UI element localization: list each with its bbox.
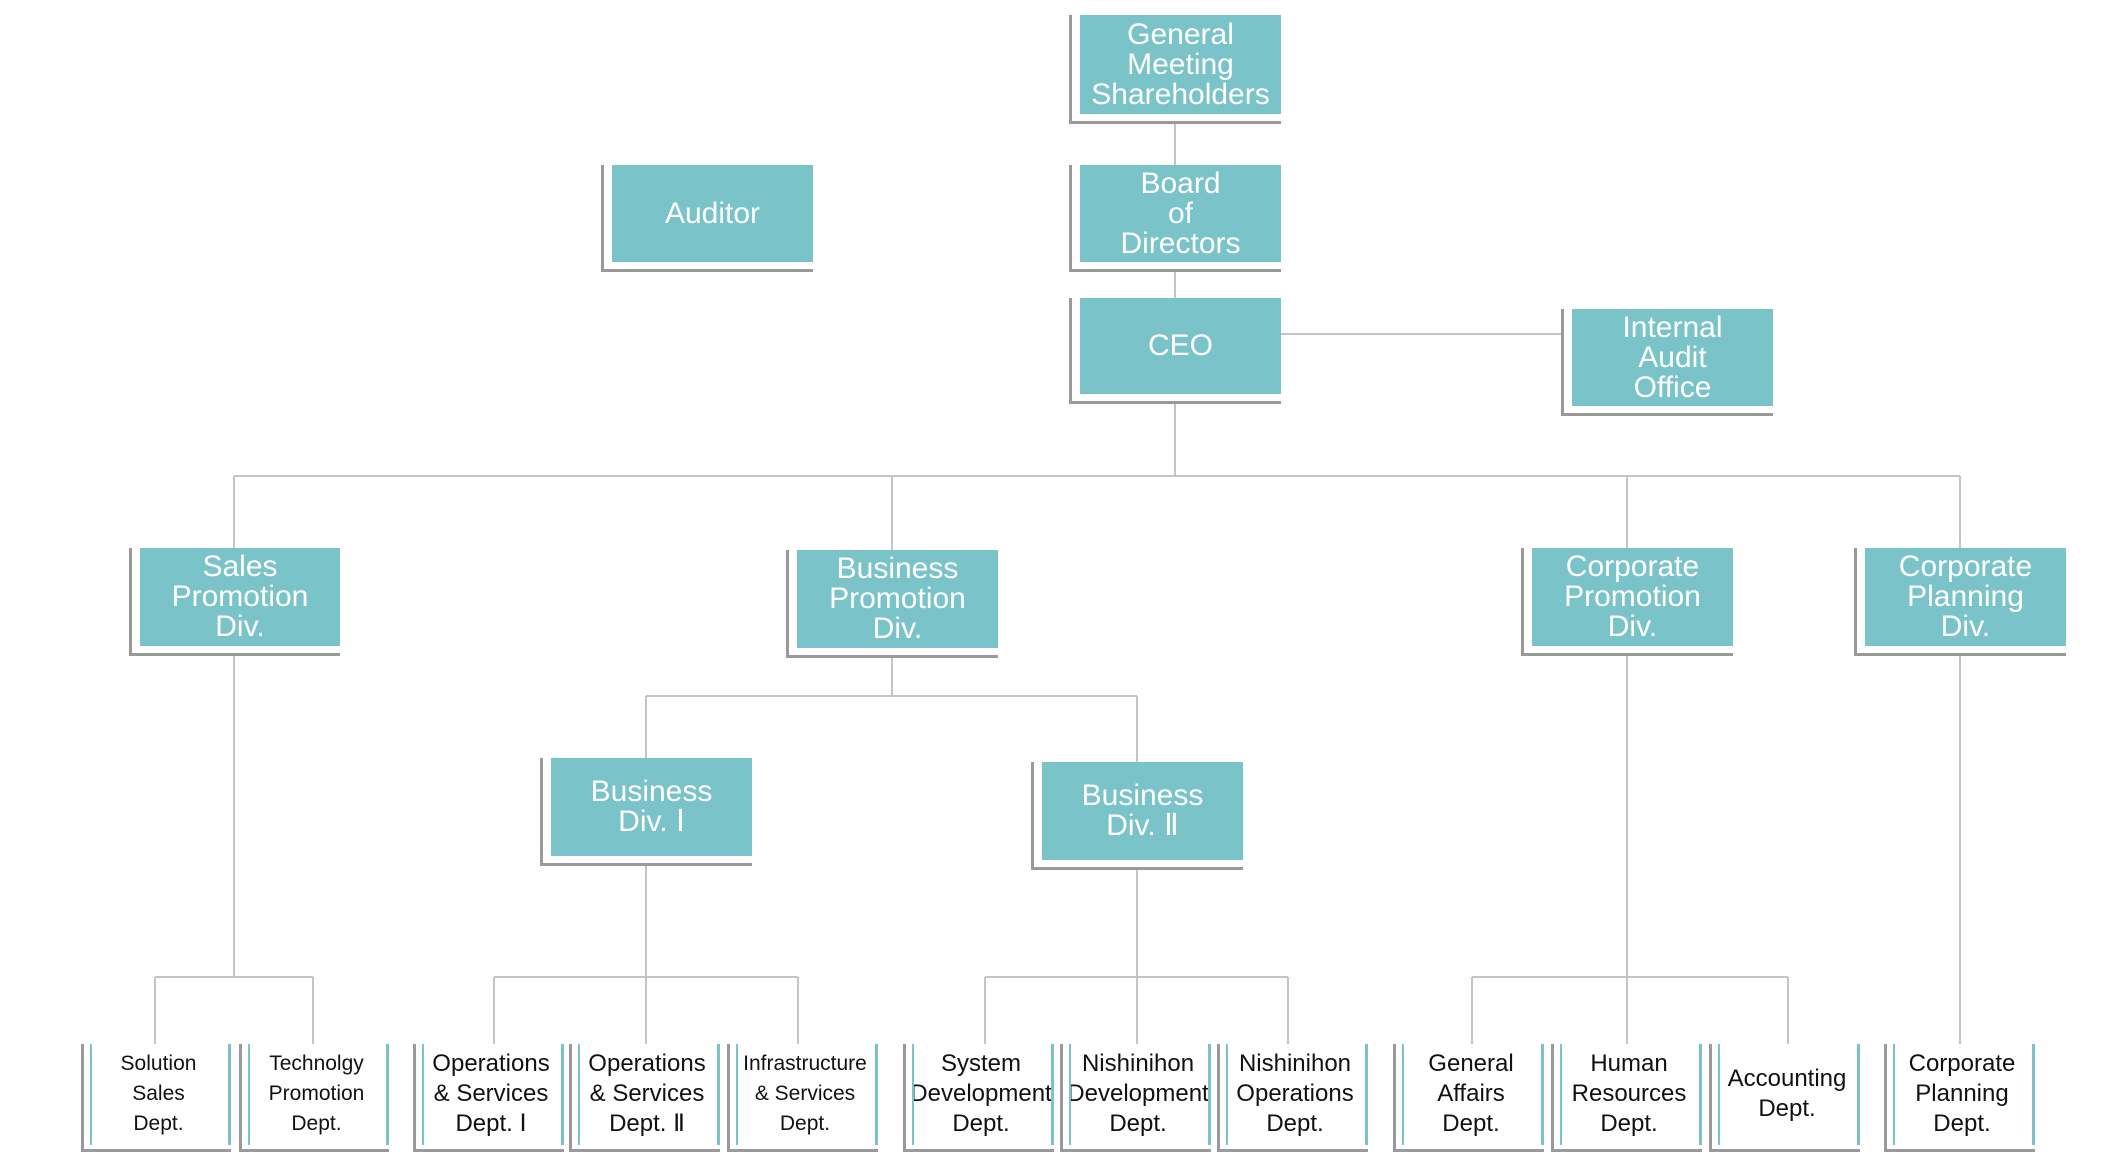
operations-services-dept-1-box[interactable]: Operations & Services Dept. Ⅰ	[413, 1044, 564, 1152]
corporate-planning-dept-box[interactable]: Corporate Planning Dept.	[1884, 1044, 2035, 1152]
accounting-dept-box[interactable]: Accounting Dept.	[1709, 1044, 1860, 1152]
operations-services-dept-2-box[interactable]: Operations & Services Dept. Ⅱ	[569, 1044, 720, 1152]
business-div-2-box[interactable]: Business Div. Ⅱ	[1031, 762, 1243, 870]
ceo-box[interactable]: CEO	[1069, 298, 1281, 404]
nishinihon-operations-dept-box[interactable]: Nishinihon Operations Dept.	[1217, 1044, 1368, 1152]
sales-promotion-div-box[interactable]: Sales Promotion Div.	[129, 548, 340, 656]
infrastructure-services-dept-box[interactable]: Infrastructure & Services Dept.	[727, 1044, 878, 1152]
business-promotion-div-box[interactable]: Business Promotion Div.	[786, 550, 998, 658]
system-development-dept-box[interactable]: System Development Dept.	[903, 1044, 1054, 1152]
solution-sales-dept-box[interactable]: Solution Sales Dept.	[81, 1044, 231, 1152]
general-meeting-box[interactable]: General Meeting Shareholders	[1069, 15, 1281, 124]
business-div-1-box[interactable]: Business Div. Ⅰ	[540, 758, 752, 866]
auditor-box[interactable]: Auditor	[601, 165, 813, 272]
general-affairs-dept-box[interactable]: General Affairs Dept.	[1393, 1044, 1544, 1152]
board-of-directors-box[interactable]: Board of Directors	[1069, 165, 1281, 272]
corporate-planning-div-box[interactable]: Corporate Planning Div.	[1854, 548, 2066, 656]
human-resources-dept-box[interactable]: Human Resources Dept.	[1551, 1044, 1702, 1152]
technology-promotion-dept-box[interactable]: Technolgy Promotion Dept.	[239, 1044, 389, 1152]
corporate-promotion-div-box[interactable]: Corporate Promotion Div.	[1521, 548, 1733, 656]
internal-audit-office-box[interactable]: Internal Audit Office	[1561, 309, 1773, 416]
nishinihon-development-dept-box[interactable]: Nishinihon Development Dept.	[1060, 1044, 1211, 1152]
